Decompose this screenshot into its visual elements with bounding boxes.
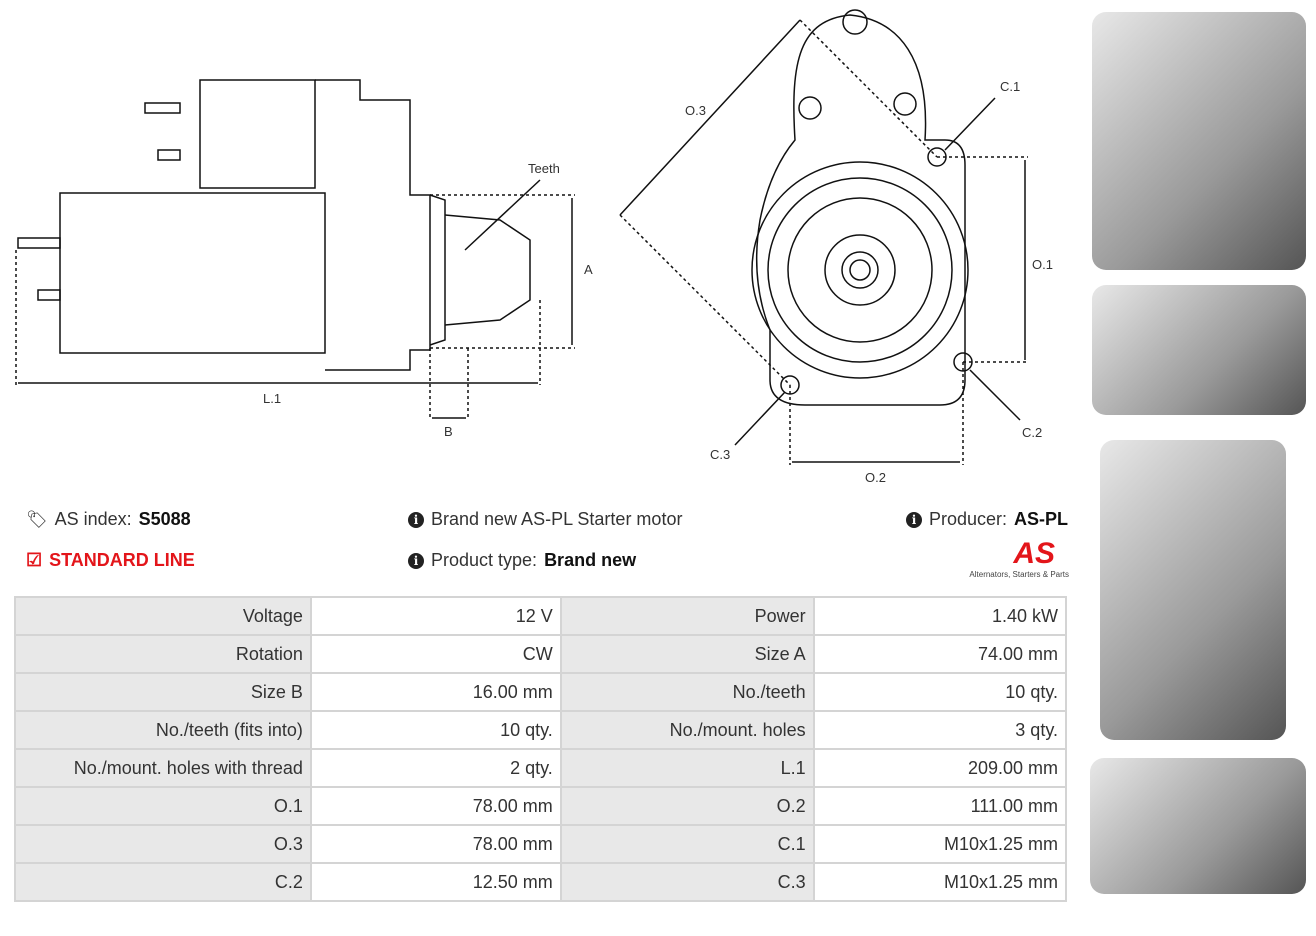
label-o2: O.2 (865, 470, 886, 485)
label-o3: O.3 (685, 103, 706, 118)
spec-value: 111.00 mm (812, 786, 1068, 826)
spec-value: 78.00 mm (309, 824, 562, 864)
spec-label: C.2 (14, 862, 312, 902)
spec-value: 3 qty. (812, 710, 1068, 750)
logo-mark: AS (1013, 537, 1055, 570)
tags-icon: 🏷 (26, 509, 48, 529)
spec-value: 12.50 mm (309, 862, 562, 902)
product-photo-side[interactable] (1092, 285, 1306, 415)
checkbox-icon: ☑ (26, 550, 43, 570)
spec-value: 2 qty. (309, 748, 562, 788)
standard-line: ☑ STANDARD LINE (26, 550, 195, 571)
spec-label: Size A (559, 634, 815, 674)
spec-value: M10x1.25 mm (812, 862, 1068, 902)
spec-value: M10x1.25 mm (812, 824, 1068, 864)
spec-value: 209.00 mm (812, 748, 1068, 788)
spec-value: 10 qty. (309, 710, 562, 750)
producer-label: Producer: (929, 509, 1008, 529)
description: i Brand new AS-PL Starter motor (408, 509, 682, 530)
spec-value: 12 V (309, 596, 562, 636)
producer: i Producer: AS-PL (906, 509, 1068, 530)
spec-label: O.3 (14, 824, 312, 864)
technical-drawing: Teeth A L.1 B O.3 C.1 O.1 C.2 C.3 O.2 (15, 9, 1053, 485)
spec-label: No./mount. holes with thread (14, 748, 312, 788)
spec-value: CW (309, 634, 562, 674)
product-photo-side-2[interactable] (1090, 758, 1306, 894)
info-icon: i (408, 552, 424, 569)
spec-label: No./teeth (fits into) (14, 710, 312, 750)
spec-value: 16.00 mm (309, 672, 562, 712)
spec-value: 78.00 mm (309, 786, 562, 826)
product-photo-rear[interactable] (1100, 440, 1286, 740)
product-photo-front[interactable] (1092, 12, 1306, 270)
spec-label: Size B (14, 672, 312, 712)
spec-value: 10 qty. (812, 672, 1068, 712)
spec-label: No./mount. holes (559, 710, 815, 750)
as-index: 🏷 AS index: S5088 (26, 509, 191, 530)
label-b: B (444, 424, 453, 439)
line-label: STANDARD LINE (49, 550, 195, 570)
spec-label: C.1 (559, 824, 815, 864)
spec-label: Voltage (14, 596, 312, 636)
label-l1: L.1 (263, 391, 281, 406)
producer-value: AS-PL (1014, 509, 1069, 529)
spec-label: L.1 (559, 748, 815, 788)
as-pl-logo: AS Alternators, Starters & Parts (965, 537, 1069, 580)
table-row: No./teeth (fits into)10 qty.No./mount. h… (14, 710, 1068, 750)
spec-label: C.3 (559, 862, 815, 902)
spec-label: Rotation (14, 634, 312, 674)
product-type: i Product type: Brand new (408, 550, 636, 571)
info-icon: i (906, 511, 922, 528)
side-view-drawing (15, 79, 575, 420)
label-o1: O.1 (1032, 257, 1053, 272)
label-c3: C.3 (710, 447, 730, 462)
spec-label: O.2 (559, 786, 815, 826)
spec-value: 74.00 mm (812, 634, 1068, 674)
spec-label: O.1 (14, 786, 312, 826)
spec-label: No./teeth (559, 672, 815, 712)
label-c2: C.2 (1022, 425, 1042, 440)
label-a: A (584, 262, 593, 277)
info-icon: i (408, 511, 424, 528)
spec-value: 1.40 kW (812, 596, 1068, 636)
spec-label: Power (559, 596, 815, 636)
front-view-drawing (619, 9, 1028, 465)
index-value: S5088 (138, 509, 191, 529)
type-label: Product type: (431, 550, 538, 570)
label-c1: C.1 (1000, 79, 1020, 94)
label-teeth: Teeth (528, 161, 560, 176)
logo-tagline: Alternators, Starters & Parts (969, 570, 1069, 579)
type-value: Brand new (544, 550, 637, 570)
description-text: Brand new AS-PL Starter motor (431, 509, 683, 529)
index-label: AS index: (54, 509, 132, 529)
